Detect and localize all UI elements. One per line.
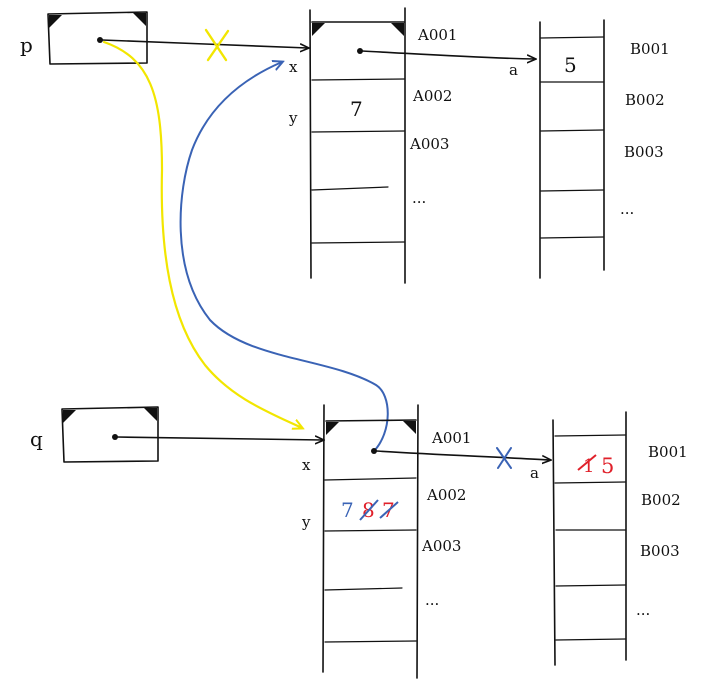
memory-column-a-bottom [322,404,419,679]
slot-y-value-top: 7 [350,97,363,121]
b001-old-value-bottom: 1 [583,456,594,477]
y-value-2-strike [359,499,379,521]
top-section: p x y 7 A001 A002 [20,7,670,284]
blue-x-to-top-arrow [179,62,389,452]
x-to-b001-arrow-top [361,50,535,59]
link-a-label-bottom: a [530,464,539,482]
q-to-a001-arrow [116,437,323,440]
address-a001-bottom: A001 [431,429,471,447]
address-a003-bottom: A003 [421,537,461,555]
slot-y-label-bottom: y [301,513,311,531]
b001-new-value-bottom: 5 [601,454,614,478]
b001-old-value-strike [577,454,597,471]
address-b001-bottom: B001 [648,443,688,461]
address-ellipsis-a-bottom: ... [425,591,439,609]
slot-y-label-top: y [288,109,298,127]
bottom-arrow-cross-mark [496,447,512,469]
pointer-p-label: p [20,33,33,57]
p-to-a001-arrow [101,39,308,48]
pointer-q-label: q [30,427,43,451]
x-to-b001-arrow-bottom [375,450,550,460]
address-b003-bottom: B003 [640,542,680,560]
y-value-3-strike [379,501,399,519]
memory-column-b-top [539,19,605,279]
bottom-section: q x y 7 8 7 [30,404,688,679]
link-a-label-top: a [509,61,518,79]
slot-x-label-bottom: x [302,456,311,474]
address-ellipsis-b-bottom: ... [636,601,650,619]
address-a002-top: A002 [412,87,452,105]
y-value-1-bottom: 7 [341,498,354,522]
address-ellipsis-a-top: ... [412,189,426,207]
pointer-q-box [61,406,159,463]
address-a001-top: A001 [417,26,457,44]
memory-column-a-top [309,7,406,284]
b001-value-top: 5 [564,53,577,77]
address-b003-top: B003 [624,143,664,161]
slot-x-label-top: x [289,58,298,76]
address-b002-top: B002 [625,91,665,109]
address-b002-bottom: B002 [641,491,681,509]
address-a003-top: A003 [409,135,449,153]
address-b001-top: B001 [630,40,670,58]
slot-y-values-bottom: 7 8 7 [341,498,399,522]
pointer-p-box [47,11,148,65]
memory-column-b-bottom [552,411,627,666]
p-arrow-cross-mark [204,28,230,62]
address-a002-bottom: A002 [426,486,466,504]
address-ellipsis-b-top: ... [620,200,634,218]
b001-values-bottom: 1 5 [577,454,614,478]
yellow-p-to-bottom-arrow [102,40,302,428]
